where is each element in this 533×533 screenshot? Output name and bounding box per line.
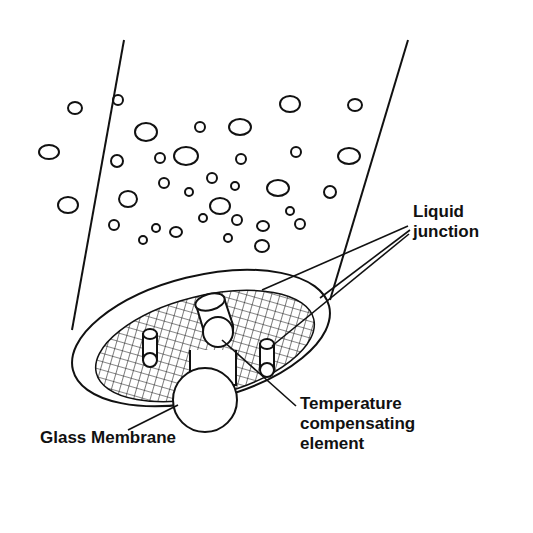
bubble: [109, 220, 119, 230]
temperature-element: [193, 290, 233, 347]
leader-line: [222, 340, 296, 406]
bubble: [155, 153, 165, 163]
bubble: [224, 234, 232, 242]
bubble: [68, 102, 82, 114]
glass-membrane-label: Glass Membrane: [40, 428, 200, 448]
leader-line: [320, 230, 410, 298]
liquid-junction-label: Liquid junction: [413, 202, 521, 242]
bubble: [185, 188, 193, 196]
sensor-body-edge: [72, 40, 124, 330]
bubble: [236, 154, 246, 164]
bubbles: [39, 95, 362, 252]
bubble: [280, 96, 300, 112]
bubble: [338, 148, 360, 164]
bubble: [170, 227, 182, 237]
bubble: [232, 215, 242, 225]
temperature-element-label: Temperature compensating element: [300, 394, 440, 454]
bubble: [152, 224, 160, 232]
bubble: [207, 173, 217, 183]
leader-line: [128, 405, 178, 430]
bubble: [286, 207, 294, 215]
bubble: [139, 236, 147, 244]
bubble: [348, 99, 362, 111]
leader-line: [272, 234, 409, 346]
bubble: [324, 186, 336, 198]
bubble: [58, 197, 78, 213]
bubble: [195, 122, 205, 132]
bubble: [119, 191, 137, 207]
bubble: [111, 155, 123, 167]
liquid-junction-pin: [260, 339, 274, 377]
glass-membrane: [173, 350, 237, 432]
bubble: [295, 219, 305, 229]
bubble: [257, 221, 269, 231]
liquid-junction-pin: [143, 329, 157, 367]
bubble: [210, 198, 230, 214]
bubble: [159, 178, 169, 188]
bubble: [255, 240, 269, 252]
bubble: [39, 145, 59, 159]
bubble: [291, 147, 301, 157]
bubble: [267, 180, 289, 196]
bubble: [135, 123, 157, 141]
bubble: [199, 214, 207, 222]
bubble: [231, 182, 239, 190]
bubble: [229, 119, 251, 135]
leader-line: [262, 226, 408, 290]
bubble: [174, 147, 198, 165]
